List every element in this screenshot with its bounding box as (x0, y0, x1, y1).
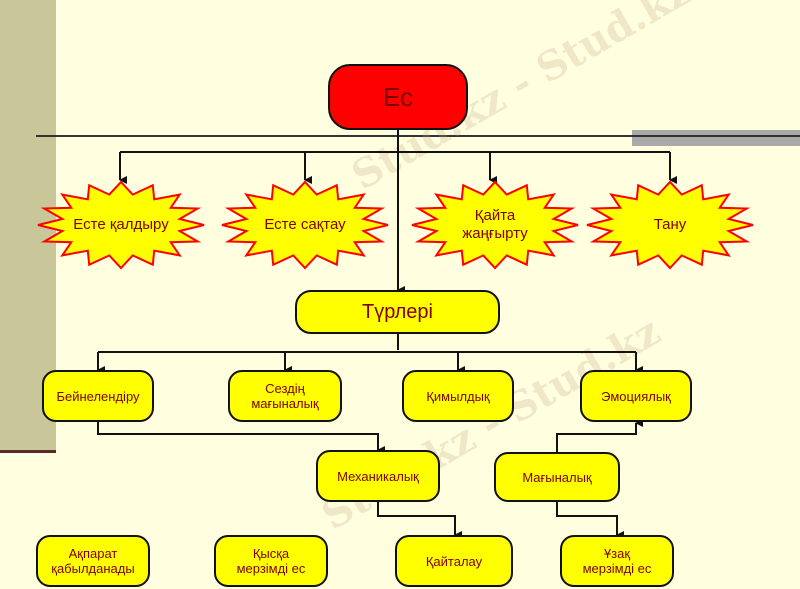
bottom-label: Ұзақ мерзімді ес (582, 546, 652, 576)
middle-label: Механикалық (337, 468, 419, 484)
bottom-label: Қайталау (425, 553, 483, 569)
root-label: Ес (382, 81, 414, 112)
burst-shape (411, 180, 579, 270)
type-emotional: Эмоциялық (580, 370, 692, 422)
type-label: Сездің мағыналық (251, 381, 319, 411)
types-node: Түрлері (295, 290, 500, 334)
process-reproduction: Қайта жаңғырту (462, 207, 528, 242)
node-information-received: Ақпарат қабылданады (36, 535, 150, 587)
type-label: Қимылдық (426, 388, 490, 404)
type-label: Бейнелендіру (56, 388, 140, 404)
burst-shape (37, 180, 205, 270)
root-node-memory: Ес (328, 64, 468, 130)
node-short-term-memory: Қысқа мерзімді ес (214, 535, 328, 587)
node-long-term-memory: Ұзақ мерзімді ес (560, 535, 674, 587)
type-motor: Қимылдық (402, 370, 514, 422)
bottom-label: Ақпарат қабылданады (51, 546, 135, 576)
node-repetition: Қайталау (395, 535, 513, 587)
node-mechanical: Механикалық (316, 450, 440, 502)
bottom-label: Қысқа мерзімді ес (236, 546, 306, 576)
types-label: Түрлері (361, 300, 433, 323)
burst-shape (221, 180, 389, 270)
type-verbal-semantic: Сездің мағыналық (228, 370, 342, 422)
burst-shape (586, 180, 754, 270)
horizontal-rule (36, 135, 800, 137)
node-semantic: Мағыналық (494, 452, 620, 502)
process-recognition: Тану (653, 216, 687, 233)
type-label: Эмоциялық (601, 388, 671, 404)
grey-accent-bar (632, 130, 800, 146)
type-imagery: Бейнелендіру (42, 370, 154, 422)
process-memorizing: Есте қалдыру (73, 216, 169, 233)
middle-label: Мағыналық (522, 469, 592, 485)
process-retention: Есте сақтау (264, 216, 346, 233)
